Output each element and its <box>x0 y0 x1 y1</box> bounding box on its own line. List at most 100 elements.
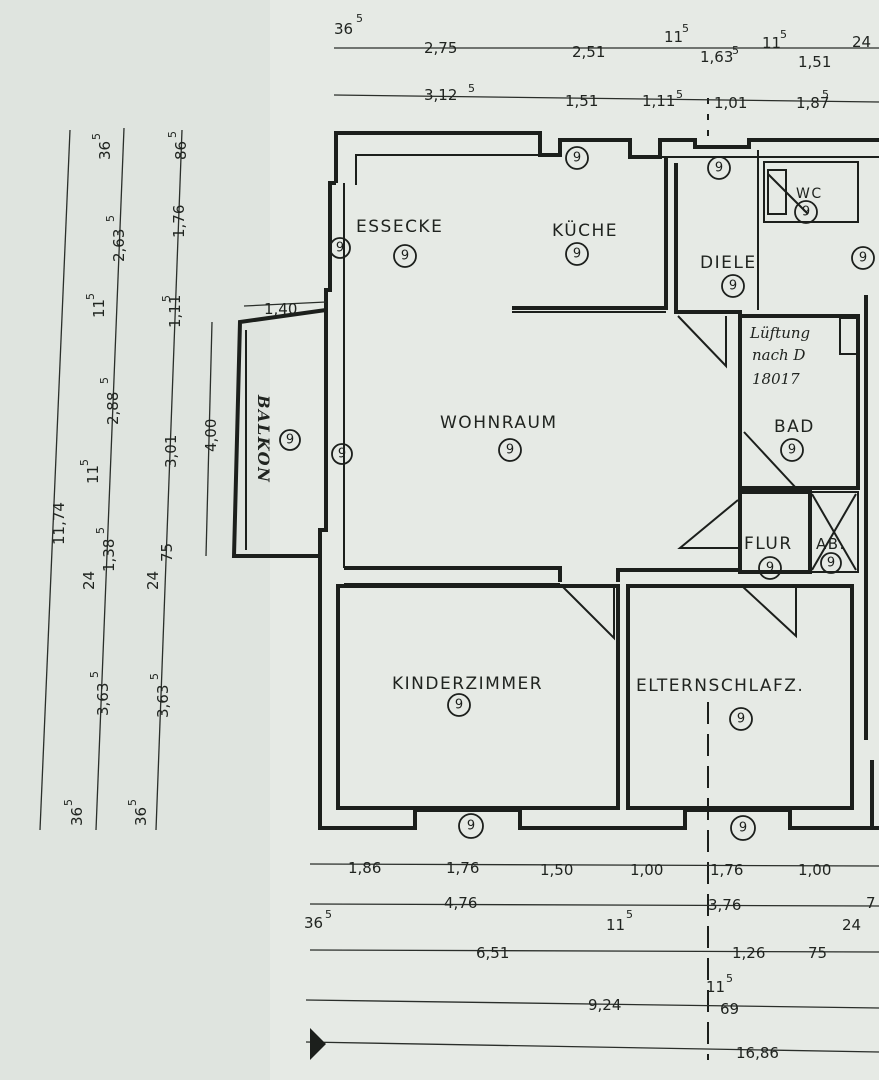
badge-number: 9 <box>802 205 810 220</box>
dim-865: 86 <box>172 141 190 160</box>
dim-7-bottom: 7 <box>866 894 876 912</box>
dim-126: 1,26 <box>732 944 765 962</box>
dim-1385-sup: 5 <box>94 527 107 534</box>
dimline-balkon-width <box>243 301 327 307</box>
kinderzimmer-walls <box>336 584 620 810</box>
room-bad: BAD <box>774 417 815 437</box>
dim-11-left-sup: 5 <box>84 293 97 300</box>
dims-bottom-row5: 16,86 <box>305 1028 879 1062</box>
dim-24-top: 24 <box>852 33 871 51</box>
note-line-1: Lüftung <box>749 324 810 342</box>
dim-11b-sup: 5 <box>780 28 787 41</box>
dim-176b: 1,76 <box>710 861 743 879</box>
badge-number: 9 <box>766 561 774 576</box>
badge-number: 9 <box>401 249 409 264</box>
dimline-bottom-2 <box>309 903 879 907</box>
vent-box <box>839 317 859 355</box>
dim-36bot-left-sup: 5 <box>62 799 75 806</box>
dim-111-sup: 5 <box>676 88 683 101</box>
dim-24-bottom: 24 <box>842 916 861 934</box>
dims-balkon: 1,40 4,00 <box>202 300 327 557</box>
dim-36bot-inner-sup: 5 <box>126 799 139 806</box>
badge-essecke: 9 <box>393 244 417 268</box>
dim-163-sup: 5 <box>732 44 739 57</box>
bad-walls <box>738 314 860 490</box>
dim-100b: 1,00 <box>798 861 831 879</box>
room-wohnraum: WOHNRAUM <box>440 413 558 433</box>
dim-1385: 1,38 <box>100 539 118 572</box>
dim-2635-sup: 5 <box>104 215 117 222</box>
dim-150: 1,50 <box>540 861 573 879</box>
dimline-left-inner <box>155 129 183 831</box>
room-wc: WC <box>796 186 823 202</box>
badge-east-window: 9 <box>851 246 875 270</box>
dim-3635-left-sup: 5 <box>88 671 101 678</box>
dim-163: 1,63 <box>700 48 733 66</box>
badge-west-window-top: 9 <box>329 237 351 259</box>
dim-11b-left: 11 <box>84 465 102 484</box>
west-wall <box>318 181 417 830</box>
dim-11a: 11 <box>664 28 683 46</box>
badge-wohnraum: 9 <box>498 438 522 462</box>
wall-wohnraum-bedrooms <box>344 566 562 582</box>
door-swing-eltern <box>741 585 797 639</box>
badge-window-top: 9 <box>565 146 589 170</box>
room-badges: 9 9 9 9 9 9 9 9 9 9 9 9 9 9 9 9 9 9 <box>279 146 875 841</box>
badge-balkon: 9 <box>279 429 301 451</box>
dim-151-r2: 1,51 <box>565 92 598 110</box>
dimline-left-total <box>39 129 71 831</box>
dims-bottom-row3: 6,51 1,26 75 <box>309 944 879 962</box>
dim-3635-inner: 3,63 <box>154 685 172 718</box>
dim-651: 6,51 <box>476 944 509 962</box>
badge-elternschlafz: 9 <box>729 707 753 731</box>
badge-number: 9 <box>715 161 723 176</box>
ab-diagonal-2 <box>811 493 857 571</box>
dims-left-outer: 11,74 36 5 2,63 5 11 5 2,88 5 11 5 1,38 … <box>39 127 128 831</box>
dim-11-row4: 11 <box>706 978 725 996</box>
dim-11b-left-sup: 5 <box>78 459 91 466</box>
dim-111: 1,11 <box>642 92 675 110</box>
badge-number: 9 <box>336 241 344 256</box>
dim-1174: 11,74 <box>50 502 68 545</box>
room-flur: FLUR <box>744 534 793 554</box>
dim-251: 2,51 <box>572 43 605 61</box>
note-line-2: nach D <box>752 346 805 364</box>
badge-number: 9 <box>859 251 867 266</box>
badge-door-top: 9 <box>707 156 731 180</box>
dimline-bottom-1 <box>309 863 879 867</box>
badge-number: 9 <box>739 821 747 836</box>
dimline-bottom-3 <box>309 949 879 953</box>
dim-36-bottom: 36 <box>304 914 323 932</box>
dim-36bot-left: 36 <box>68 807 86 826</box>
dim-11a-sup: 5 <box>682 22 689 35</box>
dim-36top-sup: 5 <box>90 133 103 140</box>
badge-number: 9 <box>338 447 346 462</box>
eltern-walls <box>626 584 854 810</box>
walls <box>231 98 879 1060</box>
dim-11b: 11 <box>762 34 781 52</box>
handwritten-note: Lüftung nach D 18017 <box>749 324 810 388</box>
dimline-left-2 <box>95 127 125 831</box>
dim-75-bottom: 75 <box>808 944 827 962</box>
dim-301: 3,01 <box>162 435 180 468</box>
dim-36: 36 <box>334 20 353 38</box>
dim-101: 1,01 <box>714 94 747 112</box>
dim-100a: 1,00 <box>630 861 663 879</box>
room-kinderzimmer: KINDERZIMMER <box>392 674 543 694</box>
dim-24-inner: 24 <box>144 571 162 590</box>
badge-window-south-right: 9 <box>730 815 756 841</box>
dim-2885-sup: 5 <box>98 377 111 384</box>
room-elternschlafz: ELTERNSCHLAFZ. <box>636 676 804 696</box>
door-swing-bad <box>743 431 799 489</box>
badge-west-window-mid: 9 <box>331 443 353 465</box>
dim-312-sup: 5 <box>468 82 475 95</box>
room-balkon: BALKON <box>254 394 273 483</box>
dim-924: 9,24 <box>588 996 621 1014</box>
dim-11-left: 11 <box>90 299 108 318</box>
badge-kinderzimmer: 9 <box>447 693 471 717</box>
balkon-outline <box>231 308 327 558</box>
dim-1686: 16,86 <box>736 1044 779 1062</box>
badge-kueche: 9 <box>565 242 589 266</box>
dims-top-row2: 3,12 5 1,51 1,11 5 1,01 1,87 5 <box>333 82 879 112</box>
